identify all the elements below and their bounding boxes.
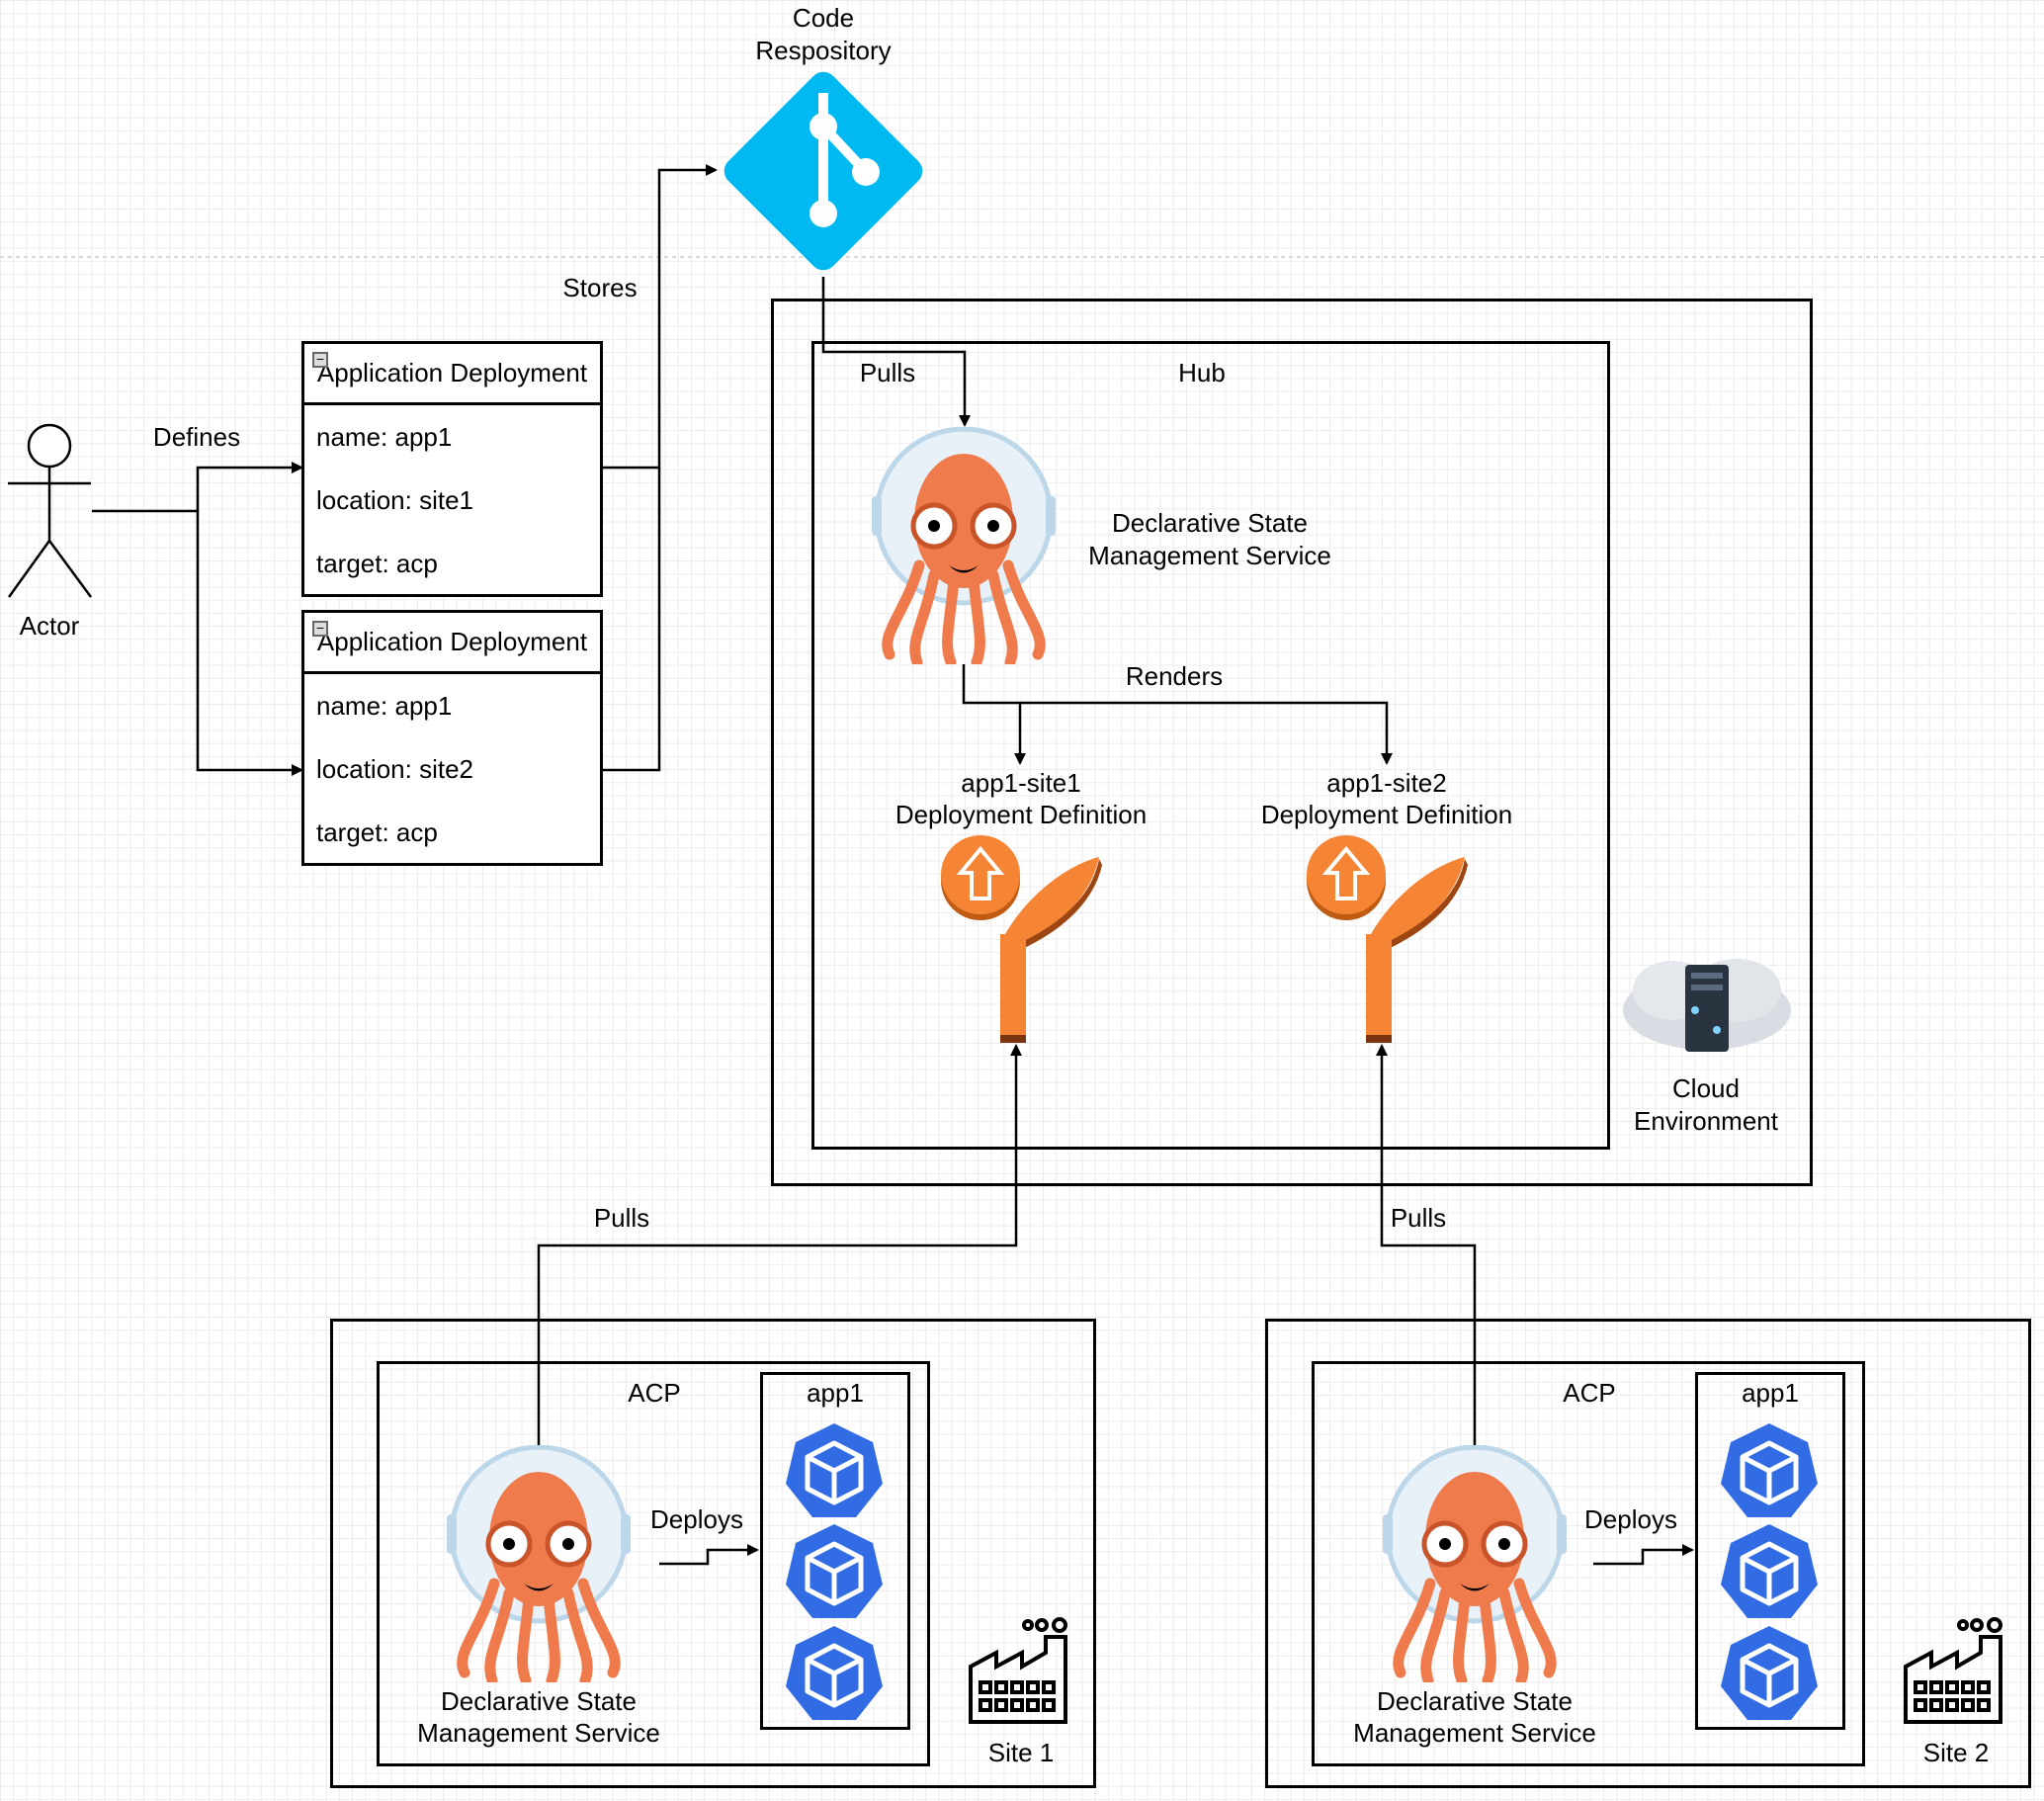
site1-app-container <box>760 1372 910 1730</box>
hub-service-label-line2: Management Service <box>1088 541 1331 570</box>
defines-edge-1 <box>92 462 303 513</box>
hub-service-label-line1: Declarative State <box>1112 508 1308 538</box>
kubernetes-pod-icon <box>786 1524 883 1618</box>
site2-acp-container <box>1312 1361 1865 1766</box>
kubernetes-pod-icon <box>1721 1423 1818 1517</box>
site2-deploys-edge <box>1593 1544 1694 1566</box>
actor-label: Actor <box>19 611 80 641</box>
defines-label: Defines <box>152 422 241 452</box>
app-deployment-header: − Application Deployment <box>304 613 600 674</box>
app-deployment-field: name: app1 <box>316 421 453 452</box>
kubernetes-pod-icon <box>786 1626 883 1720</box>
defines-edge-2 <box>196 511 303 776</box>
site2-acp-label: ACP <box>1563 1378 1616 1408</box>
renders-edge-1 <box>962 664 1026 765</box>
collapse-icon[interactable]: − <box>312 352 328 368</box>
argo-octopus-icon <box>447 1445 631 1682</box>
definition-site1-line1: app1-site1 <box>961 768 1081 798</box>
site2-service-label-line1: Declarative State <box>1377 1686 1573 1716</box>
site2-deploys-label: Deploys <box>1584 1504 1677 1534</box>
site2-service-label-line2: Management Service <box>1353 1718 1596 1748</box>
git-icon <box>724 71 923 271</box>
stores-label: Stores <box>562 273 638 302</box>
app-deployment-site1[interactable]: − Application Deployment name: app1 loca… <box>301 341 603 597</box>
site2-pulls-edge <box>1376 1044 1477 1445</box>
hub-container <box>811 341 1610 1150</box>
cloud-label-line1: Cloud <box>1672 1073 1740 1103</box>
definition-site2-line2: Deployment Definition <box>1260 800 1513 829</box>
stores-edge-2 <box>601 468 661 772</box>
app-deployment-field: location: site2 <box>316 753 473 784</box>
cloud-server-icon <box>1623 959 1791 1052</box>
site1-acp-label: ACP <box>628 1378 681 1408</box>
site2-pulls-label: Pulls <box>1390 1203 1447 1233</box>
site1-label: Site 1 <box>987 1738 1055 1767</box>
app-deployment-field: name: app1 <box>316 690 453 721</box>
site1-pulls-label: Pulls <box>593 1203 650 1233</box>
definition-site1-line2: Deployment Definition <box>894 800 1148 829</box>
factory-icon <box>969 1617 1067 1724</box>
site1-app-label: app1 <box>807 1378 864 1408</box>
app-deployment-field: target: acp <box>316 548 438 578</box>
cloud-environment-container <box>771 299 1813 1186</box>
site2-container <box>1265 1319 2031 1788</box>
kubernetes-pod-icon <box>1721 1626 1818 1720</box>
site1-container <box>330 1319 1096 1788</box>
site1-deploys-label: Deploys <box>650 1504 743 1534</box>
site2-app-container <box>1695 1372 1845 1730</box>
kubernetes-pod-icon <box>786 1423 883 1517</box>
repository-label-line2: Respository <box>755 36 892 65</box>
stores-edge-1 <box>601 164 718 470</box>
hub-pulls-label: Pulls <box>859 358 916 387</box>
cloud-label-line2: Environment <box>1634 1106 1778 1136</box>
app-deployment-title: Application Deployment <box>316 627 588 656</box>
definition-site2-line1: app1-site2 <box>1326 768 1447 798</box>
actor-icon <box>7 423 93 598</box>
app-deployment-site2[interactable]: − Application Deployment name: app1 loca… <box>301 610 603 866</box>
site1-service-label-line2: Management Service <box>417 1718 660 1748</box>
codedeploy-icon <box>941 835 1102 1043</box>
app-deployment-field: target: acp <box>316 816 438 847</box>
app-deployment-header: − Application Deployment <box>304 344 600 405</box>
repository-label-line1: Code <box>792 3 855 33</box>
site1-pulls-edge <box>537 1044 1022 1445</box>
collapse-icon[interactable]: − <box>312 621 328 637</box>
codedeploy-icon <box>1307 835 1468 1043</box>
renders-edge-2 <box>1020 701 1393 765</box>
site2-label: Site 2 <box>1922 1738 1990 1767</box>
app-deployment-field: location: site1 <box>316 484 473 515</box>
argo-octopus-icon <box>872 427 1056 664</box>
site2-app-label: app1 <box>1742 1378 1799 1408</box>
hub-label: Hub <box>1178 358 1226 387</box>
argo-octopus-icon <box>1383 1445 1567 1682</box>
site1-acp-container <box>377 1361 930 1766</box>
app-deployment-title: Application Deployment <box>316 358 588 387</box>
site1-deploys-edge <box>659 1544 759 1566</box>
kubernetes-pod-icon <box>1721 1524 1818 1618</box>
factory-icon <box>1904 1617 2002 1724</box>
site1-service-label-line1: Declarative State <box>441 1686 637 1716</box>
hub-pulls-edge <box>821 277 971 427</box>
renders-label: Renders <box>1125 661 1224 691</box>
